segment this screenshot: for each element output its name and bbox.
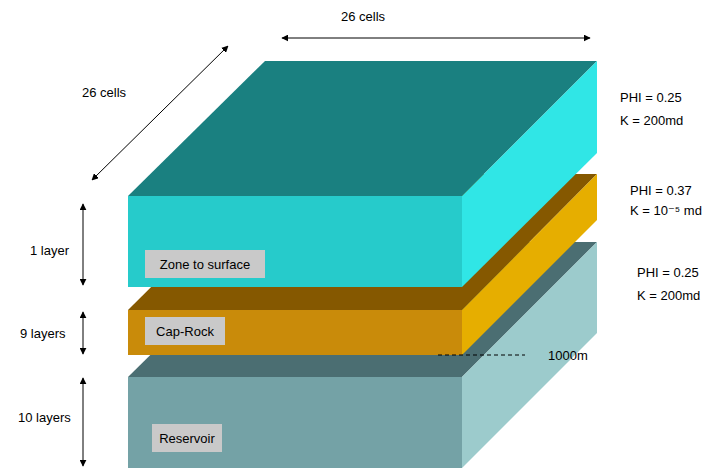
layer-name: Cap-Rock: [156, 324, 225, 339]
layer-count: 10 layers: [18, 410, 71, 425]
layer-label-box: Reservoir: [152, 424, 222, 452]
layer-name: Reservoir: [159, 431, 222, 446]
depth-label: 1000m: [548, 348, 588, 363]
layer-label-box: Cap-Rock: [145, 317, 225, 345]
property-value: K = 200md: [620, 113, 683, 128]
dimension-arrows: [83, 38, 590, 466]
layer-name: Zone to surface: [160, 257, 265, 272]
dimension-label: 26 cells: [82, 85, 126, 100]
property-value: K = 10⁻⁵ md: [630, 203, 702, 218]
property-value: PHI = 0.25: [637, 265, 699, 280]
property-value: PHI = 0.25: [620, 90, 682, 105]
property-value: PHI = 0.37: [630, 183, 692, 198]
property-value: K = 200md: [637, 288, 700, 303]
layer-count: 9 layers: [20, 326, 66, 341]
surface-slab: [128, 61, 597, 287]
dimension-label: 26 cells: [341, 9, 385, 24]
layer-count: 1 layer: [30, 243, 69, 258]
layer-label-box: Zone to surface: [145, 250, 265, 278]
